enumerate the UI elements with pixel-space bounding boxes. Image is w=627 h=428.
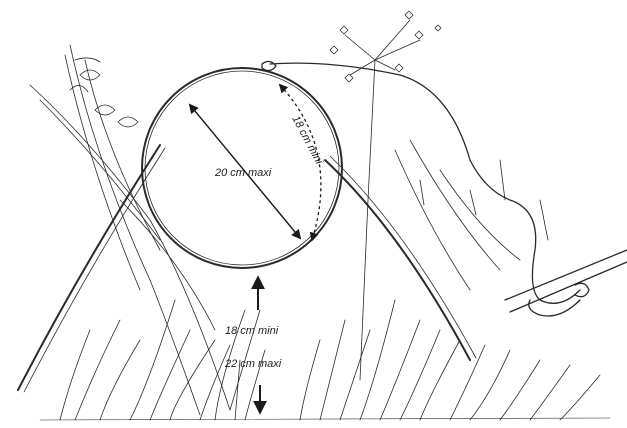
anchor-stake xyxy=(505,250,627,316)
label-diameter: 20 cm maxi xyxy=(214,167,272,179)
left-support-stick xyxy=(18,145,160,390)
label-height-min: 18 cm mini xyxy=(225,325,279,337)
right-support-stick xyxy=(325,160,470,360)
label-gap: 18 cm mini xyxy=(289,114,325,167)
anchor-wire xyxy=(270,63,580,303)
ground-grass xyxy=(40,300,610,420)
label-height-max: 22 cm maxi xyxy=(224,358,282,370)
loop-knot xyxy=(262,61,276,70)
